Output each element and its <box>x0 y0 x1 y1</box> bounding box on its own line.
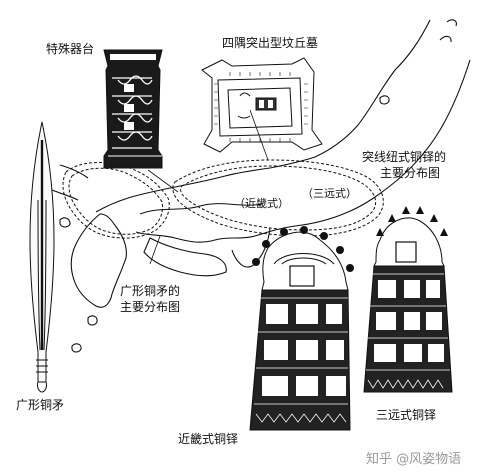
special-vessel-stand-illustration <box>103 49 163 169</box>
sanen-style-region-label: （三远式） <box>302 187 357 200</box>
broad-spear-distribution-label-line2: 主要分布图 <box>120 300 181 314</box>
broad-spear-label: 广形铜矛 <box>16 398 65 412</box>
broad-spear-distribution-label-line1: 广形铜矛的 <box>120 284 181 298</box>
raised-band-bell-label-line1: 突线纽式铜铎的 <box>362 150 447 164</box>
kinki-style-bell-illustration <box>249 226 354 431</box>
four-corner-mound-illustration <box>201 57 323 153</box>
watermark: 知乎 @风姿物语 <box>366 452 462 467</box>
sanen-style-bell-illustration <box>363 206 453 393</box>
kinki-style-region-label: （近畿式） <box>234 197 289 210</box>
pointer-lines <box>147 109 269 265</box>
four-corner-mound-label: 四隅突出型坟丘墓 <box>222 36 319 50</box>
sanen-bell-label: 三远式铜铎 <box>376 408 437 422</box>
coastline-map <box>51 19 471 353</box>
kinki-bell-label: 近畿式铜铎 <box>178 432 239 446</box>
special-vessel-stand-label: 特殊器台 <box>46 42 95 56</box>
broad-bronze-spear-illustration <box>29 121 55 393</box>
raised-band-bell-label-line2: 主要分布图 <box>380 166 441 180</box>
